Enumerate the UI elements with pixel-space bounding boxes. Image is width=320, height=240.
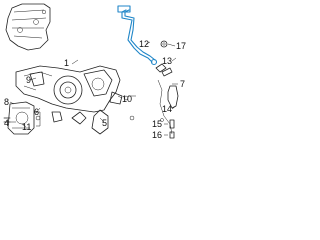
- bolt-and-bracket: [51, 95, 136, 125]
- parts-diagram: 1 4 5 6 7 8 9 10 11 12 13 14 15 16 17: [3, 3, 186, 140]
- coolant-pipe-highlighted: [117, 5, 158, 66]
- callout-11: 11: [22, 122, 31, 132]
- callout-13: 13: [162, 56, 172, 66]
- callout-7: 7: [180, 79, 185, 89]
- callout-17: 17: [176, 41, 186, 51]
- callout-10: 10: [122, 94, 132, 104]
- callout-5: 5: [102, 118, 107, 128]
- callout-12: 12: [139, 39, 149, 49]
- callout-14: 14: [162, 104, 172, 114]
- turbocharger-assembly: [15, 65, 129, 135]
- callout-9: 9: [26, 75, 31, 85]
- leader-lines: [9, 41, 178, 136]
- heat-shield: [5, 3, 51, 51]
- small-hardware-parts: [155, 40, 179, 139]
- callout-4: 4: [4, 118, 9, 128]
- callout-8: 8: [4, 97, 9, 107]
- callout-16: 16: [152, 130, 162, 140]
- callout-15: 15: [152, 119, 162, 129]
- callout-1: 1: [64, 58, 69, 68]
